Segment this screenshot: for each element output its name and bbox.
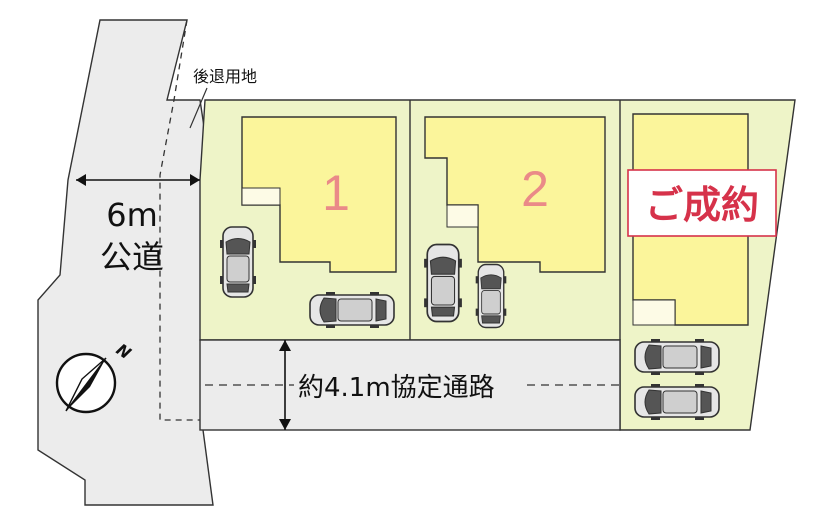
sold-badge: ご成約 xyxy=(627,169,777,237)
car-icon xyxy=(634,338,720,376)
setback-line xyxy=(159,19,200,421)
road-name-label: 公道 xyxy=(100,238,164,276)
road-width-dimension xyxy=(76,174,200,186)
lot-2-number: 2 xyxy=(521,161,549,217)
lot-1-number: 1 xyxy=(322,165,350,221)
setback-leader xyxy=(189,87,208,129)
car-icon xyxy=(219,226,257,298)
setback-label: 後退用地 xyxy=(193,67,257,86)
car-icon xyxy=(309,291,395,329)
compass-icon xyxy=(55,352,117,414)
lot-3-porch xyxy=(632,299,676,326)
lot-2-building xyxy=(424,116,606,273)
car-icon xyxy=(474,263,508,329)
road-width-label: 6m xyxy=(106,196,158,234)
lot-1-porch xyxy=(241,187,281,206)
private-road-label-bg xyxy=(294,369,524,401)
private-road-label: 約4.1m協定通路 xyxy=(298,373,495,403)
sold-status-text: ご成約 xyxy=(645,183,759,227)
car-icon xyxy=(634,383,720,421)
lot-2-porch xyxy=(446,204,479,228)
car-icon xyxy=(423,243,463,323)
private-road-dimension xyxy=(279,340,291,430)
